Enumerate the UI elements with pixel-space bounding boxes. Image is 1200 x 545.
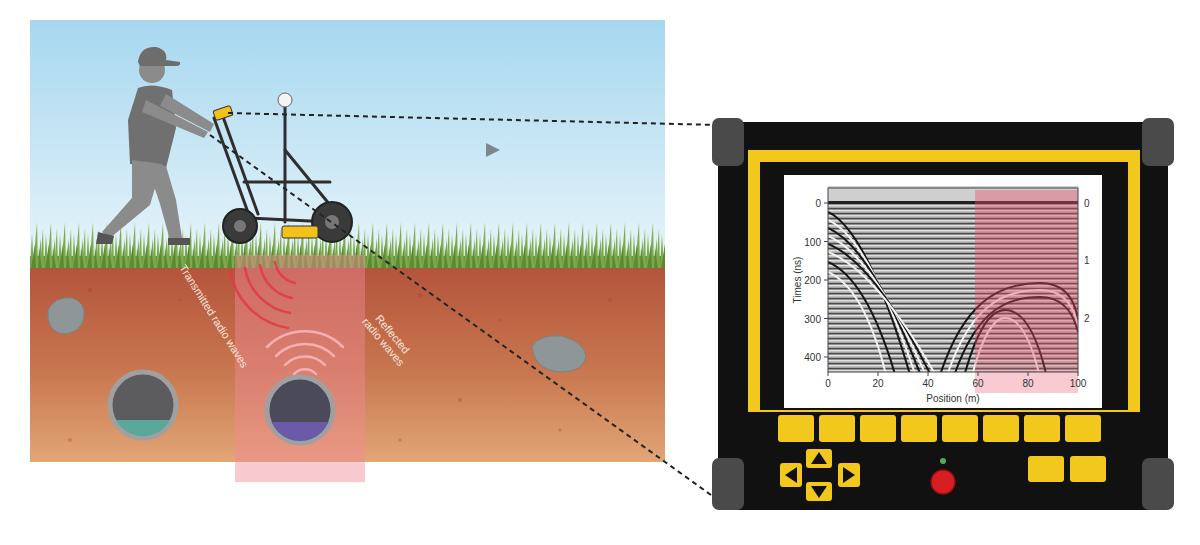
axis-tick-label: 100 [1070,378,1087,389]
axis-title: Times (ns) [792,257,803,304]
axis-tick-label: 1 [1084,255,1090,266]
axis-tick-label: 100 [804,236,821,247]
axis-tick-label: 80 [1022,378,1033,389]
axis-tick-label: 200 [804,275,821,286]
axis-tick-label: 400 [804,352,821,363]
axis-tick-label: 40 [922,378,933,389]
wave-label: Transmitted radio waves [177,262,251,370]
wave-label: Reflected radio waves [359,306,417,369]
axis-tick-label: 60 [972,378,983,389]
axis-tick-label: 2 [1084,313,1090,324]
axis-title: Position (m) [926,393,979,404]
axis-tick-label: 0 [1084,198,1090,209]
axis-tick-label: 300 [804,313,821,324]
axis-tick-label: 20 [872,378,883,389]
axis-tick-label: 0 [815,198,821,209]
axis-tick-label: 0 [825,378,831,389]
